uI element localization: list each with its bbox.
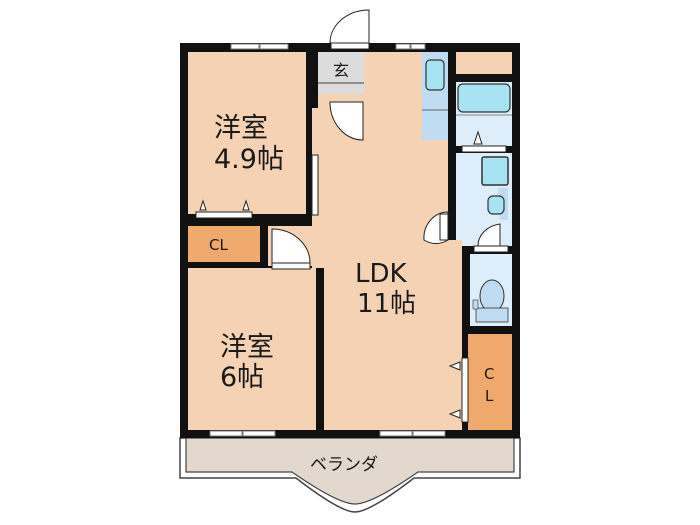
closet-1 [188,226,260,262]
bathtub-icon [457,83,511,113]
veranda-label: ベランダ [310,455,378,475]
closet2-label-c: C [484,365,494,383]
toilet-icon [472,279,509,323]
washbasin-icon [481,156,509,186]
entrance [318,52,364,94]
ldk-size: 11帖 [357,289,416,319]
room1-size: 4.9帖 [214,144,284,175]
room1-name: 洋室 [214,113,268,144]
veranda [179,437,521,513]
closet1-label: CL [209,236,228,254]
room2-name: 洋室 [220,332,274,363]
room-western-2 [188,268,316,430]
room-western-1 [188,52,306,214]
washer-icon [487,195,505,215]
room-ldk [318,52,460,430]
room2-size: 6帖 [220,362,264,393]
sink-icon [425,59,445,91]
windows [209,43,446,437]
closet-2 [468,334,512,430]
ldk-name: LDK [355,259,408,289]
closet2-label-l: L [485,387,494,405]
doors [195,9,509,423]
entrance-label: 玄 [333,61,349,80]
